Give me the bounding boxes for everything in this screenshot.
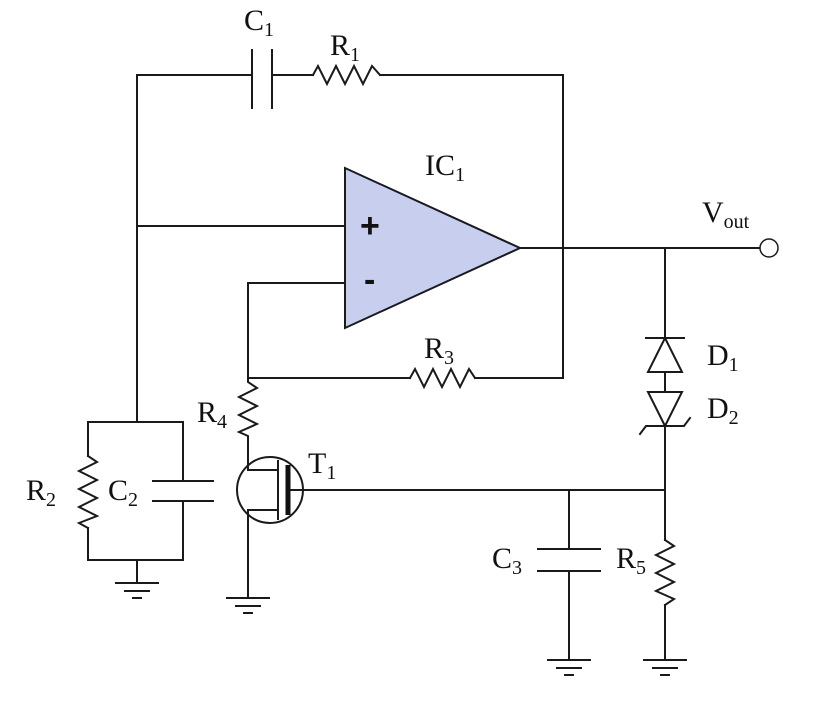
vout-terminal [759, 238, 779, 258]
label-ic1: IC1 [425, 149, 465, 186]
opamp-minus-label: - [364, 261, 375, 299]
label-r5: R5 [616, 542, 646, 579]
resistor-r1 [311, 63, 382, 87]
resistor-r2 [76, 454, 100, 530]
opamp-plus-label: + [360, 207, 380, 245]
capacitor-c2 [152, 480, 214, 502]
resistor-r5 [653, 538, 677, 607]
label-r1: R1 [330, 29, 360, 66]
jfet-t1 [236, 456, 304, 524]
ground-symbol-r5 [643, 659, 687, 676]
label-t1: T1 [308, 447, 336, 484]
label-c1: C1 [244, 4, 274, 41]
label-c3: C3 [492, 542, 522, 579]
opamp-ic1: + - [344, 166, 523, 330]
capacitor-c1 [251, 49, 273, 109]
wires [87, 74, 761, 661]
label-r4: R4 [197, 396, 227, 433]
zener-diode-d2 [638, 391, 692, 436]
label-c2: C2 [108, 474, 138, 511]
ground-symbol-t1 [226, 597, 270, 614]
label-d1: D1 [707, 339, 739, 376]
label-r2: R2 [26, 474, 56, 511]
label-vout: Vout [702, 196, 750, 233]
label-r3: R3 [424, 332, 454, 369]
capacitor-c3 [537, 548, 601, 572]
ground-symbol-c3 [547, 659, 591, 676]
resistor-r3 [408, 366, 477, 390]
resistor-r4 [236, 377, 260, 441]
diode-d1 [645, 335, 685, 373]
ground-symbol-r2c2 [115, 582, 159, 599]
label-d2: D2 [707, 392, 739, 429]
